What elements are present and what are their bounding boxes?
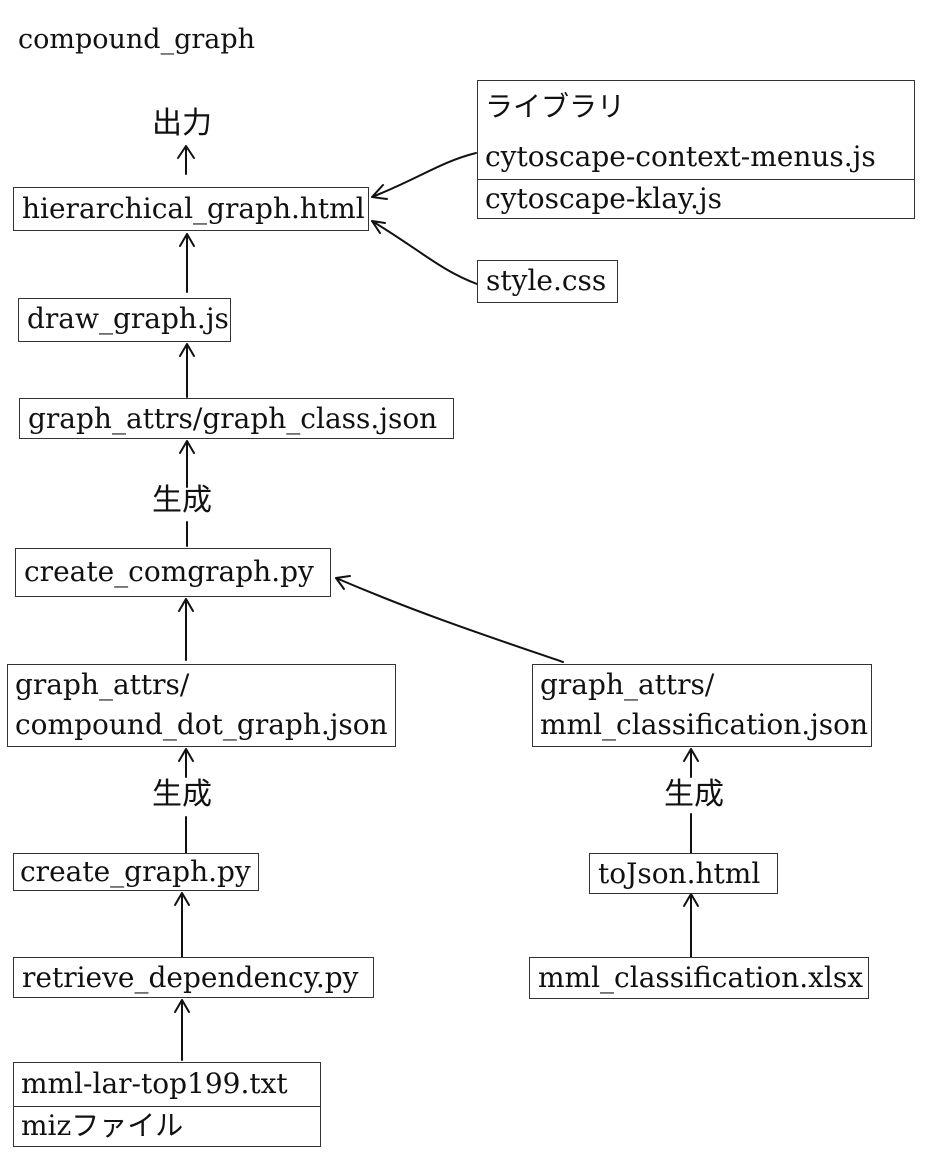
node-label: hierarchical_graph.html bbox=[22, 192, 365, 225]
edge-mmljson-to-comgraph bbox=[335, 575, 564, 663]
edge-class-to-draw bbox=[179, 343, 195, 398]
edge-inputs-to-retrieve bbox=[174, 999, 190, 1061]
generate-label: 生成 bbox=[664, 777, 724, 812]
library-header: ライブラリ bbox=[485, 90, 626, 123]
node-label: create_graph.py bbox=[20, 855, 251, 888]
node-label-line: mml_classification.json bbox=[540, 708, 869, 741]
node-retrieve-dependency: retrieve_dependency.py bbox=[13, 957, 374, 998]
edge-tojson-to-mmljson bbox=[683, 748, 699, 778]
node-library: ライブラリ cytoscape-context-menus.js cytosca… bbox=[477, 80, 915, 219]
node-draw-graph: draw_graph.js bbox=[18, 298, 231, 342]
node-tojson: toJson.html bbox=[589, 853, 778, 894]
node-style-css: style.css bbox=[477, 260, 618, 303]
node-label-line: graph_attrs/ bbox=[15, 668, 190, 701]
node-create-graph: create_graph.py bbox=[13, 853, 259, 891]
generate-label: 生成 bbox=[152, 483, 212, 518]
edge-xlsx-to-tojson bbox=[683, 893, 699, 958]
node-label: mml_classification.xlsx bbox=[538, 961, 864, 994]
edge-retrieve-to-creategraph bbox=[174, 892, 190, 958]
node-create-comgraph: create_comgraph.py bbox=[15, 548, 331, 597]
node-label: toJson.html bbox=[598, 857, 761, 890]
input-file: mml-lar-top199.txt bbox=[21, 1067, 288, 1100]
library-item: cytoscape-context-menus.js bbox=[485, 140, 876, 173]
node-graph-class: graph_attrs/graph_class.json bbox=[19, 398, 454, 439]
diagram-title: compound_graph bbox=[18, 24, 256, 55]
node-label: create_comgraph.py bbox=[24, 555, 314, 588]
edge-library-to-html bbox=[371, 152, 477, 200]
node-label: retrieve_dependency.py bbox=[22, 961, 359, 994]
node-label: draw_graph.js bbox=[27, 302, 229, 335]
input-file: mizファイル bbox=[14, 1106, 320, 1147]
node-label: graph_attrs/graph_class.json bbox=[28, 402, 438, 435]
node-hierarchical-graph: hierarchical_graph.html bbox=[13, 187, 369, 231]
edge-dot-to-comgraph bbox=[178, 598, 194, 661]
node-inputs: mml-lar-top199.txt mizファイル bbox=[13, 1062, 321, 1147]
node-mml-classification-json: graph_attrs/ mml_classification.json bbox=[532, 664, 872, 747]
edge-style-to-html bbox=[371, 220, 478, 285]
library-item: cytoscape-klay.js bbox=[478, 179, 914, 219]
node-label: style.css bbox=[486, 264, 607, 297]
edge-creategraph-to-dot bbox=[178, 748, 194, 778]
node-label-line: graph_attrs/ bbox=[540, 668, 715, 701]
generate-label: 生成 bbox=[152, 777, 212, 812]
node-label-line: compound_dot_graph.json bbox=[15, 708, 388, 741]
output-label: 出力 bbox=[152, 106, 212, 141]
edge-draw-to-html bbox=[179, 233, 195, 293]
node-compound-dot-graph: graph_attrs/ compound_dot_graph.json bbox=[7, 664, 396, 747]
edge-html-to-output bbox=[177, 145, 195, 175]
edge-comgraph-to-class bbox=[179, 440, 195, 488]
node-mml-classification-xlsx: mml_classification.xlsx bbox=[529, 957, 869, 999]
